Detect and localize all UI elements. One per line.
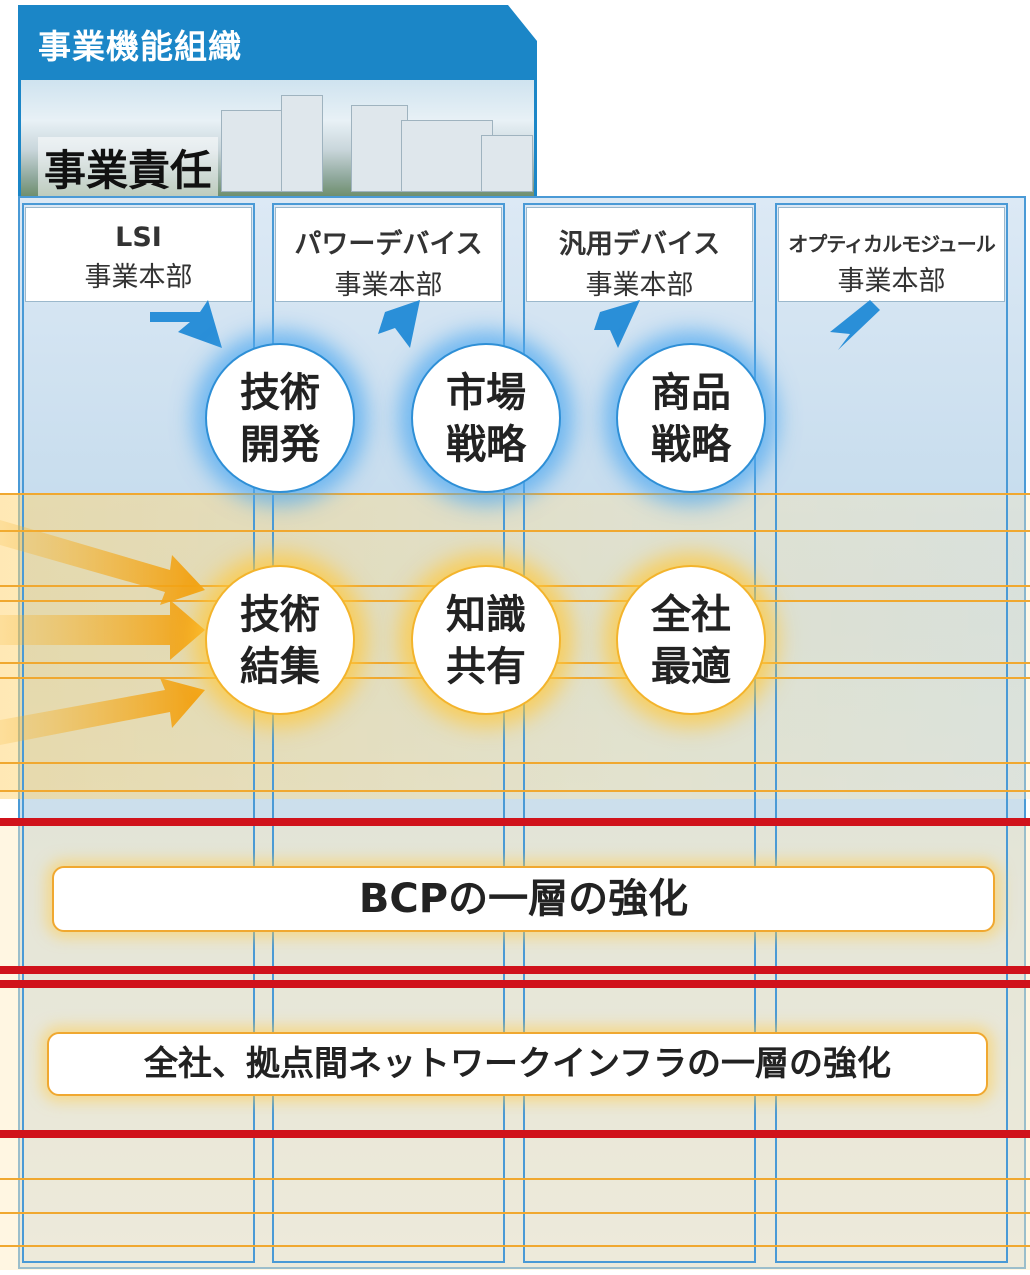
division-name: オプティカルモジュール	[788, 232, 995, 256]
division-sub: 事業本部	[334, 270, 443, 301]
division-header-optical: オプティカルモジュール 事業本部	[778, 207, 1005, 302]
circle-tech-integration: 技術 結集	[205, 565, 355, 715]
circle-text: 全社	[651, 592, 731, 638]
red-divider	[0, 1130, 1030, 1138]
band-line	[0, 762, 1030, 764]
blue-arrow-icon	[594, 300, 640, 348]
org-title: 事業機能組織	[38, 27, 242, 66]
division-column-power	[272, 203, 505, 1263]
division-header-power: パワーデバイス 事業本部	[275, 207, 502, 302]
division-name: 汎用デバイス	[558, 229, 721, 260]
blue-arrow-icon	[830, 300, 880, 350]
circle-text: 戦略	[446, 422, 526, 468]
circle-company-optimization: 全社 最適	[616, 565, 766, 715]
circle-text: 共有	[446, 644, 526, 690]
circle-knowledge-sharing: 知識 共有	[411, 565, 561, 715]
circle-text: 結集	[240, 644, 320, 690]
circle-market-strategy: 市場 戦略	[411, 343, 561, 493]
blue-arrow-icon	[150, 300, 222, 348]
division-column-optical	[775, 203, 1008, 1263]
circle-text: 商品	[651, 370, 731, 416]
network-infra-bar: 全社、拠点間ネットワークインフラの一層の強化	[47, 1032, 988, 1096]
circle-tech-development: 技術 開発	[205, 343, 355, 493]
band-line	[0, 1178, 1030, 1180]
division-name: LSI	[115, 222, 162, 253]
band-line	[0, 1245, 1030, 1247]
business-responsibility-label: 事業責任	[38, 137, 219, 198]
circle-text: 戦略	[651, 422, 731, 468]
bcp-bar: BCPの一層の強化	[52, 866, 995, 932]
circle-product-strategy: 商品 戦略	[616, 343, 766, 493]
orange-arrow-icon	[0, 600, 205, 660]
band-line	[0, 1212, 1030, 1214]
red-divider	[0, 966, 1030, 974]
orange-arrow-icon	[0, 520, 205, 605]
division-column-general	[523, 203, 756, 1263]
division-sub: 事業本部	[84, 262, 193, 293]
division-sub: 事業本部	[837, 266, 946, 297]
band-line	[0, 530, 1030, 532]
circle-text: 技術	[240, 592, 320, 638]
circle-text: 市場	[446, 370, 526, 416]
division-header-lsi: LSI 事業本部	[25, 207, 252, 302]
red-divider	[0, 818, 1030, 826]
band-line	[0, 790, 1030, 792]
circle-text: 最適	[651, 644, 731, 690]
blue-arrow-icon	[378, 300, 420, 348]
org-header-tab	[18, 5, 537, 83]
orange-arrow-icon	[0, 678, 205, 745]
red-divider	[0, 980, 1030, 988]
circle-text: 技術	[240, 370, 320, 416]
circle-text: 開発	[240, 422, 320, 468]
division-sub: 事業本部	[585, 270, 694, 301]
division-header-general: 汎用デバイス 事業本部	[526, 207, 753, 302]
circle-text: 知識	[446, 592, 526, 638]
division-name: パワーデバイス	[294, 229, 483, 260]
band-line	[0, 493, 1030, 495]
